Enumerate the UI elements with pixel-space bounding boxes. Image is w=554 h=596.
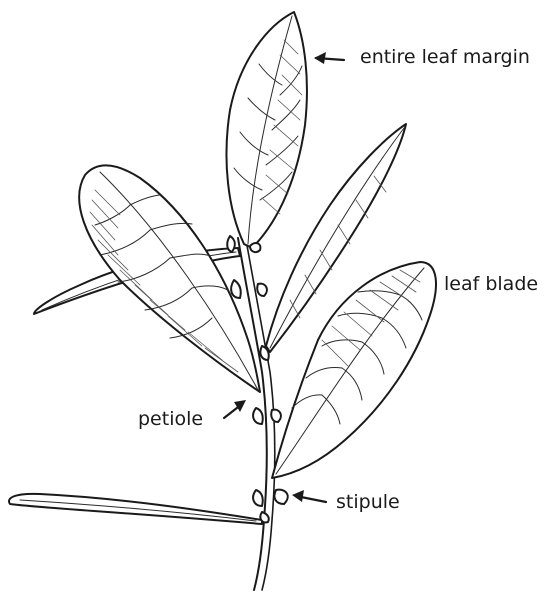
label-entire-leaf-margin: entire leaf margin	[360, 46, 530, 68]
arrow-entire-leaf-margin	[314, 52, 344, 64]
arrow-petiole	[224, 400, 246, 418]
top-tall-leaf	[226, 12, 306, 248]
label-petiole: petiole	[138, 408, 203, 430]
arrow-stipule	[292, 490, 326, 502]
label-stipule: stipule	[336, 491, 400, 513]
label-leaf-blade: leaf blade	[444, 273, 538, 295]
